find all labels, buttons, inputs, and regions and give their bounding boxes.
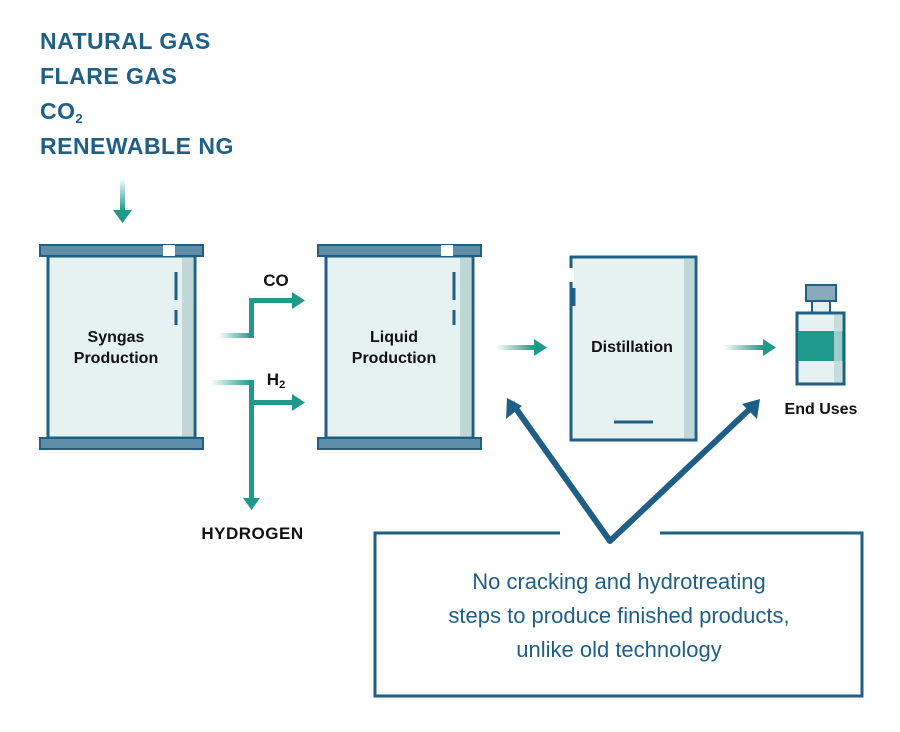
distillation-column bbox=[565, 255, 698, 442]
feedstock-natural-gas: NATURAL GAS bbox=[40, 28, 211, 54]
h2-stream-arrow bbox=[210, 380, 305, 510]
liquid-label-line2: Production bbox=[351, 350, 437, 367]
note-line2: steps to produce finished products, bbox=[448, 603, 790, 628]
syngas-production-label: Syngas Production bbox=[50, 327, 182, 369]
co-label: CO bbox=[263, 271, 289, 290]
co-stream-arrow bbox=[218, 292, 305, 338]
note-callout bbox=[373, 398, 864, 698]
co2-base: CO bbox=[40, 98, 76, 124]
syngas-reactor bbox=[39, 244, 204, 450]
h2-subscript: 2 bbox=[279, 379, 286, 391]
liquid-to-distillation-arrow bbox=[496, 339, 547, 356]
feedstock-flare-gas: FLARE GAS bbox=[40, 63, 178, 89]
feed-arrow bbox=[113, 178, 132, 223]
end-uses-bottle bbox=[795, 284, 846, 386]
feedstock-renewable-ng: RENEWABLE NG bbox=[40, 133, 234, 159]
feedstock-list: NATURAL GAS FLARE GAS CO2 RENEWABLE NG bbox=[40, 24, 234, 164]
end-uses-label: End Uses bbox=[784, 401, 858, 418]
note-text: No cracking and hydrotreating steps to p… bbox=[376, 565, 862, 667]
distillation-label: Distillation bbox=[591, 339, 673, 356]
h2-label: H2 bbox=[256, 370, 296, 391]
liquid-label-line1: Liquid bbox=[370, 329, 418, 346]
hydrogen-label: HYDROGEN bbox=[201, 524, 304, 543]
note-line1: No cracking and hydrotreating bbox=[472, 569, 766, 594]
h2-base: H bbox=[266, 370, 280, 389]
note-line3: unlike old technology bbox=[516, 637, 722, 662]
liquid-reactor bbox=[317, 244, 482, 450]
liquid-production-label: Liquid Production bbox=[328, 327, 460, 369]
distillation-to-end-uses-arrow bbox=[723, 339, 776, 356]
syngas-label-line1: Syngas bbox=[87, 329, 145, 346]
co2-subscript: 2 bbox=[75, 111, 84, 126]
syngas-label-line2: Production bbox=[73, 350, 159, 367]
feedstock-co2: CO2 bbox=[40, 94, 234, 129]
